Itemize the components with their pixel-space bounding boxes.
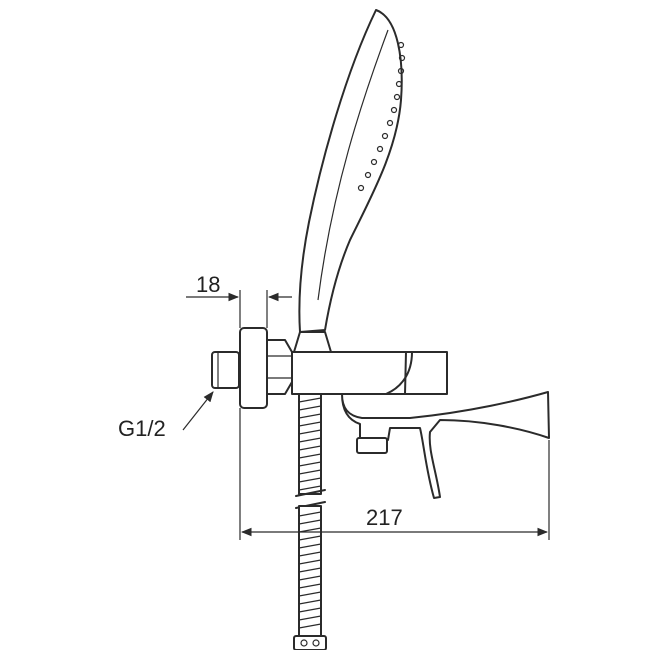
spout [341, 391, 550, 499]
thread-callout: G1/2 [118, 391, 214, 441]
spray-nozzles [357, 41, 406, 192]
wall-connector [211, 327, 293, 409]
hand-shower-head [293, 9, 406, 353]
overall-depth-label: 217 [366, 505, 403, 530]
mixer-body [291, 351, 448, 395]
wall-offset-label: 18 [196, 272, 220, 297]
shower-hose [293, 393, 327, 650]
dimension-overall-depth: 217 [239, 408, 550, 540]
dimension-wall-offset: 18 [186, 272, 292, 328]
thread-size-label: G1/2 [118, 416, 166, 441]
